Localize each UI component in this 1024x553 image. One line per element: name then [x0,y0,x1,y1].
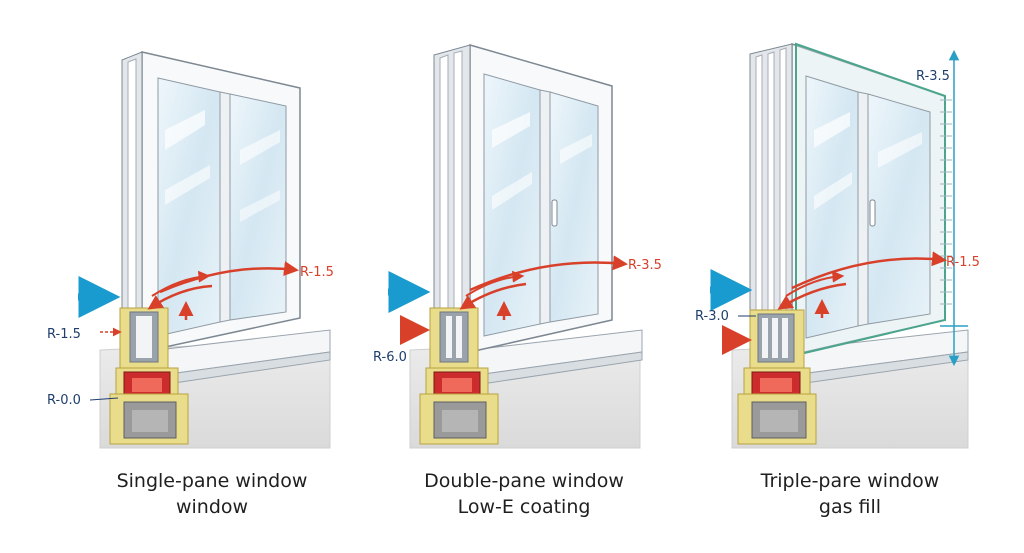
caption-single-pane: Single-pane window window [62,468,362,520]
r-label-interior: R-1.5 [946,255,980,270]
caption-line-2: window [175,496,249,518]
r-label-exterior: R-6.0 [373,350,407,365]
window-handle [869,199,876,227]
heat-loss-arrow [791,251,947,290]
height-scale [940,49,968,367]
r-label-exterior: R-3.0 [695,309,729,324]
caption-triple-pane: Triple-pare window gas fill [700,468,1000,520]
panel-triple-pane: R-3.5 R-1.5 R-3.0 [695,42,980,449]
caption-double-pane: Double-pane window Low-E coating [374,468,674,520]
frame-cross-section [419,307,499,445]
r-label-interior: R-3.5 [628,258,662,273]
glass-pane-left [805,75,859,339]
panel-double-pane: R-3.5 R-6.0 [373,44,662,449]
caption-line-1: Double-pane window [424,470,624,492]
frame-cross-section [109,307,189,445]
caption-line-1: Triple-pare window [760,470,940,492]
heat-loss-arrow [469,255,628,292]
glass-pane-right [867,93,931,325]
frame-cross-section [737,309,817,445]
caption-line-1: Single-pane window [116,470,308,492]
heat-loss-arrow [159,261,299,294]
r-label-top: R-3.5 [916,69,950,84]
r-label-interior: R-1.5 [300,265,334,280]
caption-line-2: Low-E coating [457,496,591,518]
r-label-base: R-0.0 [47,393,81,408]
r-label-exterior: R-1.5 [47,327,81,342]
window-handle [551,199,558,227]
panel-single-pane: R-1.5 R-1.5 R-0.0 [47,51,334,449]
caption-line-2: gas fill [818,496,882,518]
